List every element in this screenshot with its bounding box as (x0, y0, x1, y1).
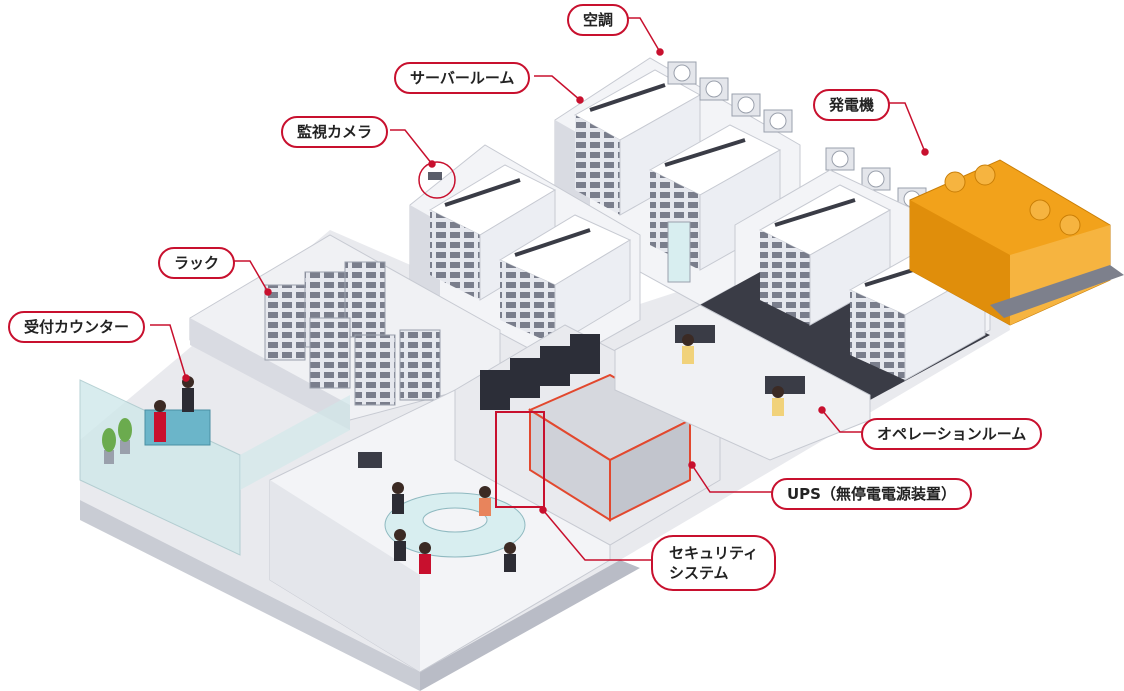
label-security-system-line1: セキュリティ (669, 544, 759, 562)
leader-lines (150, 17, 929, 561)
camera-icon (418, 161, 456, 199)
label-air-conditioning: 空調 (567, 4, 630, 36)
label-generator: 発電機 (813, 89, 891, 121)
server-rack-row (758, 184, 892, 326)
battery-racks (527, 373, 693, 522)
label-security-system: セキュリティ システム (651, 535, 777, 591)
rack-room (189, 234, 501, 430)
generator (909, 159, 1124, 326)
ups-cabinets (480, 334, 600, 410)
reception-area (79, 376, 350, 556)
server-rack-row (573, 69, 702, 216)
label-security-system-line2: システム (669, 564, 729, 582)
label-surveillance-camera: 監視カメラ (281, 116, 389, 148)
operation-room (614, 304, 871, 461)
meeting-attendees (392, 482, 516, 574)
wall-monitor (358, 452, 382, 468)
plant-icon (102, 418, 132, 464)
rack-cabinets (264, 261, 441, 406)
server-rack-row (498, 214, 632, 346)
operator-desk (675, 325, 715, 364)
label-operation-room: オペレーションルーム (861, 418, 1043, 450)
security-gate (495, 411, 545, 508)
label-rack: ラック (158, 247, 236, 279)
operator-desk (765, 376, 805, 416)
server-room-door (667, 221, 691, 283)
server-rack-row (648, 124, 782, 271)
label-reception-counter: 受付カウンター (8, 311, 146, 343)
server-rack-row (428, 164, 557, 301)
label-ups: UPS（無停電電源装置） (771, 478, 972, 510)
label-server-room: サーバールーム (394, 62, 531, 94)
